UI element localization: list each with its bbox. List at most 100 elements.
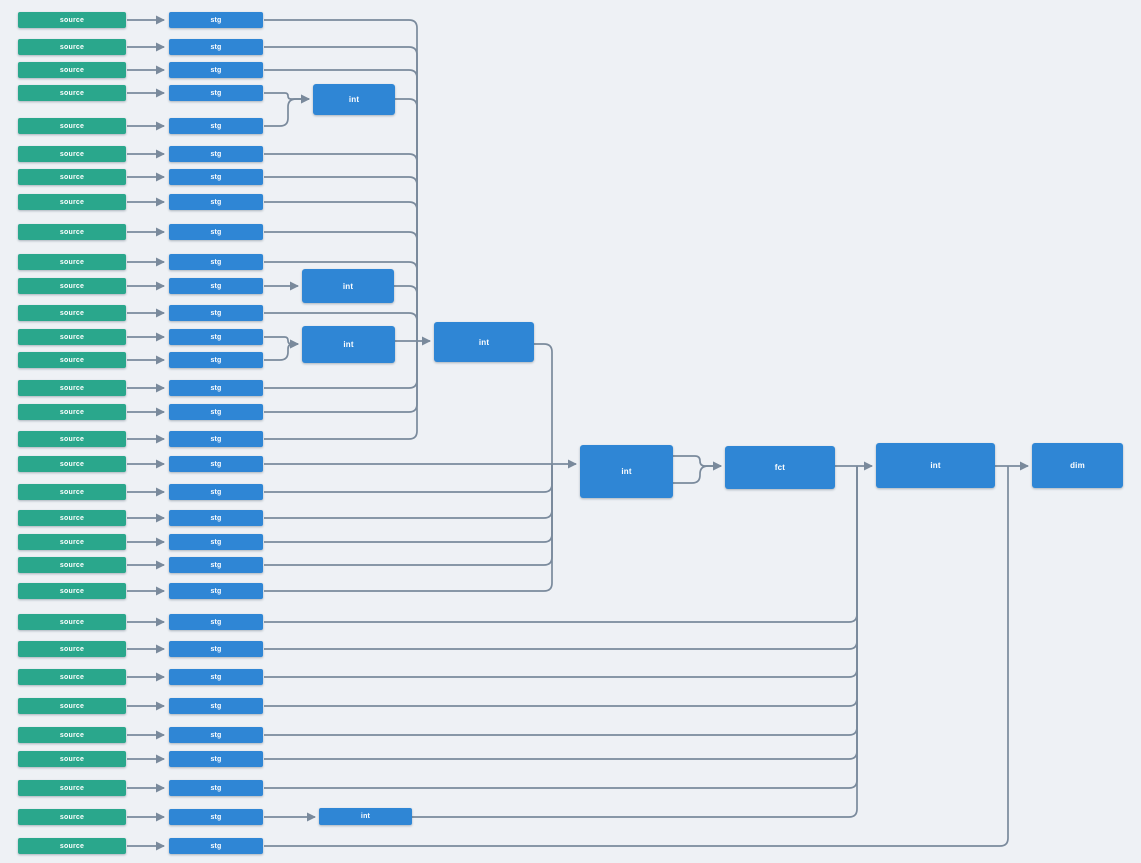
node-source-26[interactable]: source [18, 669, 126, 685]
node-source-24[interactable]: source [18, 614, 126, 630]
node-label: source [59, 587, 85, 595]
node-source-1[interactable]: source [18, 12, 126, 28]
node-stg-4[interactable]: stg [169, 85, 263, 101]
node-stg-16[interactable]: stg [169, 404, 263, 420]
edge-path [264, 464, 553, 543]
node-label: int [360, 813, 371, 820]
node-source-7[interactable]: source [18, 169, 126, 185]
edge-path [264, 339, 299, 361]
node-stg-1[interactable]: stg [169, 12, 263, 28]
node-int-1[interactable]: int [313, 84, 395, 115]
node-label: stg [210, 842, 222, 850]
node-int-3[interactable]: int [302, 326, 395, 363]
node-int-5[interactable]: int [580, 445, 673, 498]
node-source-11[interactable]: source [18, 278, 126, 294]
node-stg-21[interactable]: stg [169, 534, 263, 550]
node-stg-6[interactable]: stg [169, 146, 263, 162]
node-source-9[interactable]: source [18, 224, 126, 240]
node-source-23[interactable]: source [18, 583, 126, 599]
edge-path [264, 341, 418, 440]
node-source-13[interactable]: source [18, 329, 126, 345]
node-label: stg [210, 561, 222, 569]
node-stg-3[interactable]: stg [169, 62, 263, 78]
edge-path [264, 69, 418, 341]
node-source-8[interactable]: source [18, 194, 126, 210]
node-source-28[interactable]: source [18, 727, 126, 743]
node-stg-23[interactable]: stg [169, 583, 263, 599]
edge-path [264, 464, 553, 519]
node-stg-18[interactable]: stg [169, 456, 263, 472]
node-source-32[interactable]: source [18, 838, 126, 854]
node-source-29[interactable]: source [18, 751, 126, 767]
node-source-14[interactable]: source [18, 352, 126, 368]
node-label: stg [210, 228, 222, 236]
node-label: source [59, 618, 85, 626]
node-stg-12[interactable]: stg [169, 305, 263, 321]
node-fct-6[interactable]: fct [725, 446, 835, 489]
node-label: source [59, 122, 85, 130]
node-int-2[interactable]: int [302, 269, 394, 303]
node-source-17[interactable]: source [18, 431, 126, 447]
node-label: source [59, 309, 85, 317]
node-stg-10[interactable]: stg [169, 254, 263, 270]
node-stg-13[interactable]: stg [169, 329, 263, 345]
node-stg-7[interactable]: stg [169, 169, 263, 185]
node-stg-17[interactable]: stg [169, 431, 263, 447]
node-source-18[interactable]: source [18, 456, 126, 472]
node-label: stg [210, 89, 222, 97]
node-stg-26[interactable]: stg [169, 669, 263, 685]
node-source-5[interactable]: source [18, 118, 126, 134]
node-label: stg [210, 514, 222, 522]
node-stg-15[interactable]: stg [169, 380, 263, 396]
node-stg-27[interactable]: stg [169, 698, 263, 714]
node-stg-25[interactable]: stg [169, 641, 263, 657]
node-label: source [59, 333, 85, 341]
node-source-31[interactable]: source [18, 809, 126, 825]
edge-path [264, 466, 858, 760]
node-label: source [59, 702, 85, 710]
node-stg-22[interactable]: stg [169, 557, 263, 573]
node-label: source [59, 43, 85, 51]
node-source-19[interactable]: source [18, 484, 126, 500]
node-source-2[interactable]: source [18, 39, 126, 55]
node-int-7[interactable]: int [876, 443, 995, 488]
node-source-25[interactable]: source [18, 641, 126, 657]
node-source-6[interactable]: source [18, 146, 126, 162]
node-stg-24[interactable]: stg [169, 614, 263, 630]
node-source-10[interactable]: source [18, 254, 126, 270]
node-source-15[interactable]: source [18, 380, 126, 396]
node-int-9[interactable]: int [319, 808, 412, 825]
node-source-3[interactable]: source [18, 62, 126, 78]
node-int-4[interactable]: int [434, 322, 534, 362]
node-stg-9[interactable]: stg [169, 224, 263, 240]
node-stg-14[interactable]: stg [169, 352, 263, 368]
node-label: fct [774, 463, 786, 472]
node-stg-11[interactable]: stg [169, 278, 263, 294]
node-source-12[interactable]: source [18, 305, 126, 321]
node-stg-19[interactable]: stg [169, 484, 263, 500]
node-source-21[interactable]: source [18, 534, 126, 550]
node-stg-8[interactable]: stg [169, 194, 263, 210]
node-label: int [930, 461, 941, 470]
node-dim-8[interactable]: dim [1032, 443, 1123, 488]
node-stg-5[interactable]: stg [169, 118, 263, 134]
node-label: source [59, 488, 85, 496]
node-stg-2[interactable]: stg [169, 39, 263, 55]
node-label: source [59, 514, 85, 522]
node-source-27[interactable]: source [18, 698, 126, 714]
node-label: stg [210, 408, 222, 416]
node-source-22[interactable]: source [18, 557, 126, 573]
node-stg-31[interactable]: stg [169, 809, 263, 825]
node-stg-20[interactable]: stg [169, 510, 263, 526]
node-source-16[interactable]: source [18, 404, 126, 420]
node-stg-28[interactable]: stg [169, 727, 263, 743]
node-label: source [59, 150, 85, 158]
node-source-4[interactable]: source [18, 85, 126, 101]
node-stg-30[interactable]: stg [169, 780, 263, 796]
node-stg-29[interactable]: stg [169, 751, 263, 767]
node-source-20[interactable]: source [18, 510, 126, 526]
node-source-30[interactable]: source [18, 780, 126, 796]
node-label: stg [210, 16, 222, 24]
node-label: stg [210, 384, 222, 392]
node-stg-32[interactable]: stg [169, 838, 263, 854]
